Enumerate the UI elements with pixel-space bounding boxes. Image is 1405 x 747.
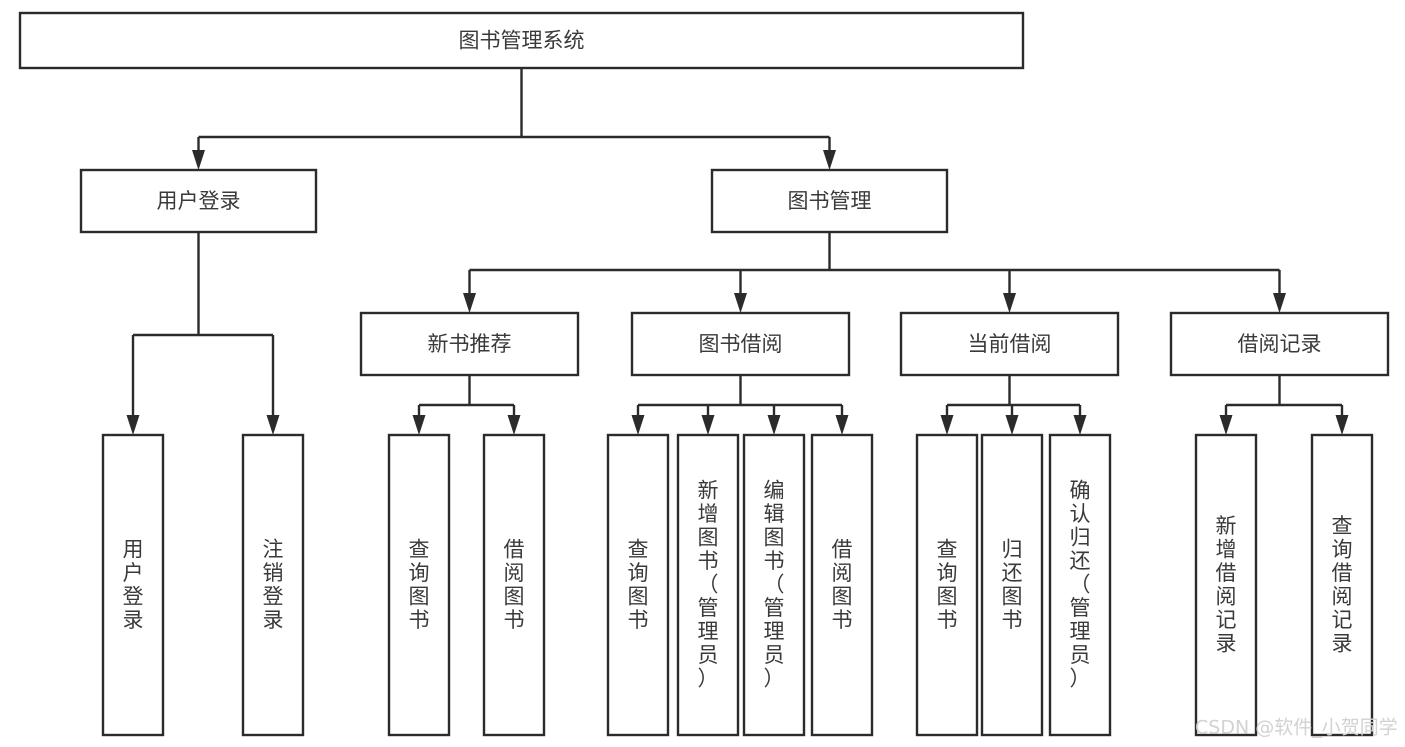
arrow-head-icon — [631, 415, 645, 435]
arrow-head-icon — [734, 293, 747, 313]
arrow-head-icon — [266, 415, 280, 435]
node-label-current-borrow: 当前借阅 — [968, 332, 1052, 356]
node-label-leaf-borrow-book: 借阅图书 — [832, 537, 853, 632]
node-leaf-user-login[interactable]: 用户登录 — [101, 433, 165, 737]
node-current-borrow[interactable]: 当前借阅 — [899, 311, 1120, 377]
node-label-user-login: 用户登录 — [157, 189, 241, 213]
arrow-head-icon — [192, 150, 205, 170]
node-leaf-query-book-rec[interactable]: 查询图书 — [387, 433, 451, 737]
node-label-leaf-query-book-rec: 查询图书 — [409, 537, 430, 632]
arrow-head-icon — [1003, 293, 1016, 313]
node-label-leaf-confirm-return-admin: 确认归还（管理员） — [1070, 479, 1091, 691]
node-label-leaf-edit-book-admin: 编辑图书（管理员） — [764, 479, 785, 691]
node-layer: 图书管理系统用户登录图书管理新书推荐图书借阅当前借阅借阅记录用户登录注销登录查询… — [18, 11, 1390, 737]
arrow-head-icon — [767, 415, 781, 435]
connector-layer — [126, 68, 1349, 435]
node-box-user-login[interactable] — [79, 168, 318, 234]
node-label-borrow-record: 借阅记录 — [1238, 332, 1322, 356]
node-box-leaf-add-book-admin[interactable] — [676, 433, 740, 737]
node-label-book-manage: 图书管理 — [788, 189, 872, 213]
node-box-leaf-confirm-return-admin[interactable] — [1048, 433, 1112, 737]
node-leaf-query-borrow-record[interactable]: 查询借阅记录 — [1310, 433, 1374, 737]
csdn-watermark: CSDN @软件_小贺同学 — [1195, 717, 1398, 739]
node-box-book-manage[interactable] — [710, 168, 949, 234]
node-leaf-user-logout[interactable]: 注销登录 — [241, 433, 305, 737]
arrow-head-icon — [701, 415, 715, 435]
node-borrow-record[interactable]: 借阅记录 — [1169, 311, 1390, 377]
node-box-leaf-borrow-book-rec[interactable] — [482, 433, 546, 737]
arrow-head-icon — [1073, 415, 1087, 435]
node-new-book-recommend[interactable]: 新书推荐 — [359, 311, 580, 377]
node-leaf-edit-book-admin[interactable]: 编辑图书（管理员） — [742, 433, 806, 737]
node-label-leaf-add-book-admin: 新增图书（管理员） — [698, 479, 719, 691]
node-leaf-query-book-current[interactable]: 查询图书 — [915, 433, 979, 737]
node-box-new-book-recommend[interactable] — [359, 311, 580, 377]
arrow-head-icon — [507, 415, 521, 435]
node-label-leaf-query-borrow-record: 查询借阅记录 — [1332, 514, 1353, 656]
node-label-book-borrow: 图书借阅 — [699, 332, 783, 356]
node-label-leaf-query-book-borrow: 查询图书 — [628, 537, 649, 632]
node-box-borrow-record[interactable] — [1169, 311, 1390, 377]
node-box-current-borrow[interactable] — [899, 311, 1120, 377]
node-label-root: 图书管理系统 — [459, 29, 585, 53]
node-box-leaf-edit-book-admin[interactable] — [742, 433, 806, 737]
node-root[interactable]: 图书管理系统 — [18, 11, 1025, 70]
node-leaf-borrow-book-rec[interactable]: 借阅图书 — [482, 433, 546, 737]
node-user-login[interactable]: 用户登录 — [79, 168, 318, 234]
arrow-head-icon — [126, 415, 140, 435]
arrow-head-icon — [1219, 415, 1233, 435]
node-book-borrow[interactable]: 图书借阅 — [630, 311, 851, 377]
node-box-leaf-add-borrow-record[interactable] — [1194, 433, 1258, 737]
arrow-head-icon — [463, 293, 476, 313]
arrow-head-icon — [835, 415, 849, 435]
node-box-book-borrow[interactable] — [630, 311, 851, 377]
node-book-manage[interactable]: 图书管理 — [710, 168, 949, 234]
node-label-leaf-user-login: 用户登录 — [123, 537, 144, 632]
node-label-new-book-recommend: 新书推荐 — [428, 332, 512, 356]
node-label-leaf-borrow-book-rec: 借阅图书 — [504, 537, 525, 632]
node-box-root[interactable] — [18, 11, 1025, 70]
node-label-leaf-add-borrow-record: 新增借阅记录 — [1216, 514, 1237, 656]
node-leaf-query-book-borrow[interactable]: 查询图书 — [606, 433, 670, 737]
arrow-head-icon — [823, 150, 836, 170]
arrow-head-icon — [412, 415, 426, 435]
arrow-head-icon — [940, 415, 954, 435]
node-box-leaf-query-book-borrow[interactable] — [606, 433, 670, 737]
node-box-leaf-borrow-book[interactable] — [810, 433, 874, 737]
node-box-leaf-user-login[interactable] — [101, 433, 165, 737]
node-box-leaf-query-borrow-record[interactable] — [1310, 433, 1374, 737]
node-leaf-return-book[interactable]: 归还图书 — [980, 433, 1044, 737]
node-box-leaf-user-logout[interactable] — [241, 433, 305, 737]
node-label-leaf-user-logout: 注销登录 — [263, 537, 284, 632]
node-leaf-add-book-admin[interactable]: 新增图书（管理员） — [676, 433, 740, 737]
arrow-head-icon — [1273, 293, 1286, 313]
node-box-leaf-query-book-rec[interactable] — [387, 433, 451, 737]
node-box-leaf-return-book[interactable] — [980, 433, 1044, 737]
node-box-leaf-query-book-current[interactable] — [915, 433, 979, 737]
node-leaf-borrow-book[interactable]: 借阅图书 — [810, 433, 874, 737]
node-label-leaf-return-book: 归还图书 — [1002, 537, 1023, 632]
node-leaf-confirm-return-admin[interactable]: 确认归还（管理员） — [1048, 433, 1112, 737]
arrow-head-icon — [1335, 415, 1349, 435]
node-label-leaf-query-book-current: 查询图书 — [937, 537, 958, 632]
arrow-head-icon — [1005, 415, 1019, 435]
node-leaf-add-borrow-record[interactable]: 新增借阅记录 — [1194, 433, 1258, 737]
